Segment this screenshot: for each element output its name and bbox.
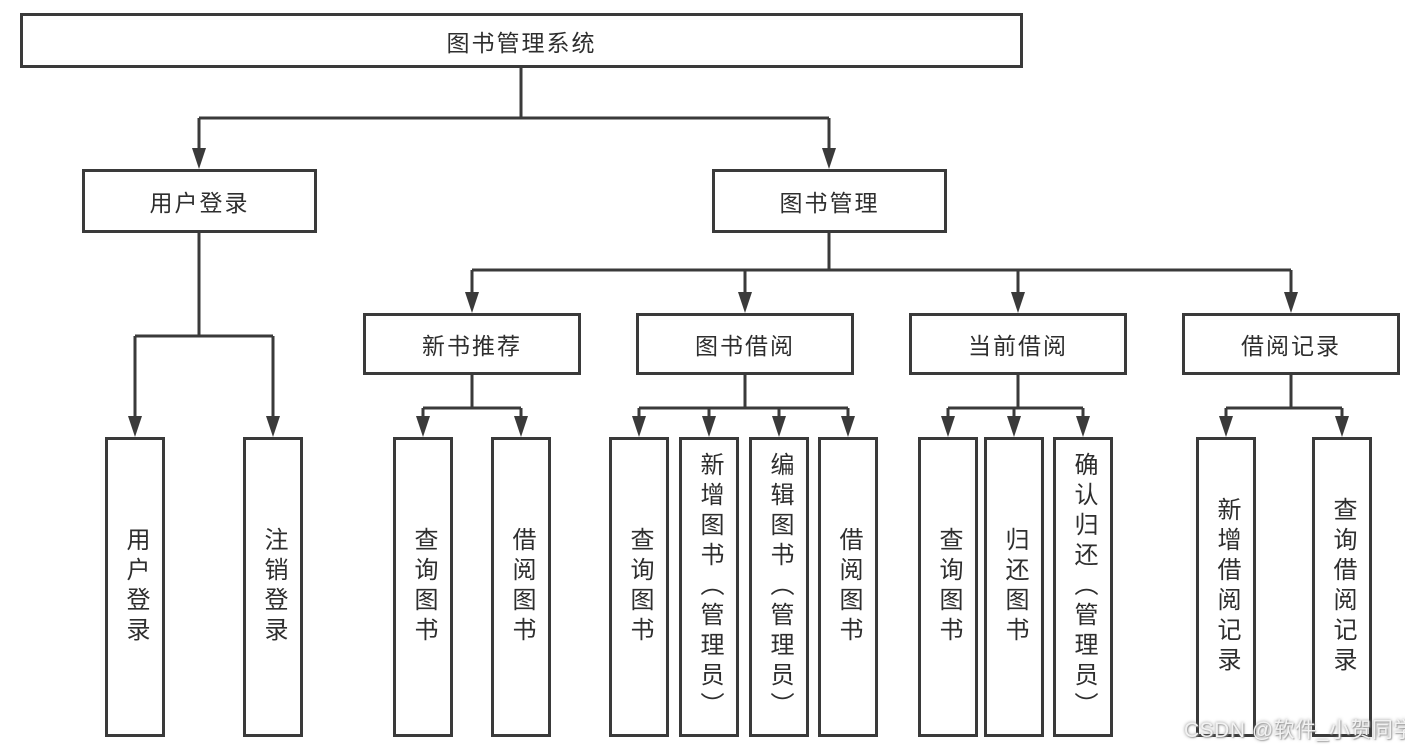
connector-current-borrow <box>946 375 1085 419</box>
csdn-watermark: CSDN @软件_小贺同学 <box>1184 719 1405 742</box>
leaf-label: 注销登录 <box>260 527 287 647</box>
node-leaf-borrow-books-recommend: 借阅图书 <box>491 437 551 737</box>
connector-borrow-record <box>1224 375 1344 419</box>
leaf-label: 查询图书 <box>626 527 653 647</box>
leaf-label: 借阅图书 <box>508 527 535 647</box>
node-leaf-query-books-recommend: 查询图书 <box>393 437 453 737</box>
leaf-label: 新增图书（管理员） <box>696 452 723 722</box>
node-library-management-system: 图书管理系统 <box>20 13 1023 68</box>
leaf-label: 确认归还（管理员） <box>1070 452 1097 722</box>
leaf-label: 用户登录 <box>122 527 149 647</box>
node-book-management: 图书管理 <box>712 169 947 233</box>
node-new-book-recommend: 新书推荐 <box>363 313 581 375</box>
node-borrow-record: 借阅记录 <box>1182 313 1400 375</box>
node-leaf-query-books-borrow: 查询图书 <box>609 437 669 737</box>
connector-root <box>197 68 831 151</box>
node-user-login: 用户登录 <box>82 169 317 233</box>
node-leaf-query-borrow-record: 查询借阅记录 <box>1312 437 1372 737</box>
leaf-label: 归还图书 <box>1001 527 1028 647</box>
leaf-label: 借阅图书 <box>835 527 862 647</box>
node-leaf-confirm-return-admin: 确认归还（管理员） <box>1053 437 1113 737</box>
node-leaf-logout: 注销登录 <box>243 437 303 737</box>
connector-book-borrow <box>637 375 850 419</box>
node-leaf-borrow-books: 借阅图书 <box>818 437 878 737</box>
leaf-label: 编辑图书（管理员） <box>766 452 793 722</box>
node-book-borrow: 图书借阅 <box>636 313 854 375</box>
arrowheads <box>128 148 1349 437</box>
node-leaf-user-login: 用户登录 <box>105 437 165 737</box>
leaf-label: 查询图书 <box>410 527 437 647</box>
connector-user-login <box>133 233 275 419</box>
node-leaf-add-borrow-record: 新增借阅记录 <box>1196 437 1256 737</box>
connector-book-management <box>470 233 1293 295</box>
node-leaf-query-books-current: 查询图书 <box>918 437 978 737</box>
node-leaf-edit-book-admin: 编辑图书（管理员） <box>749 437 809 737</box>
connector-new-book-recommend <box>421 375 523 419</box>
leaf-label: 查询借阅记录 <box>1329 497 1356 677</box>
leaf-label: 查询图书 <box>935 527 962 647</box>
node-leaf-add-book-admin: 新增图书（管理员） <box>679 437 739 737</box>
node-leaf-return-book: 归还图书 <box>984 437 1044 737</box>
leaf-label: 新增借阅记录 <box>1213 497 1240 677</box>
node-current-borrow: 当前借阅 <box>909 313 1127 375</box>
